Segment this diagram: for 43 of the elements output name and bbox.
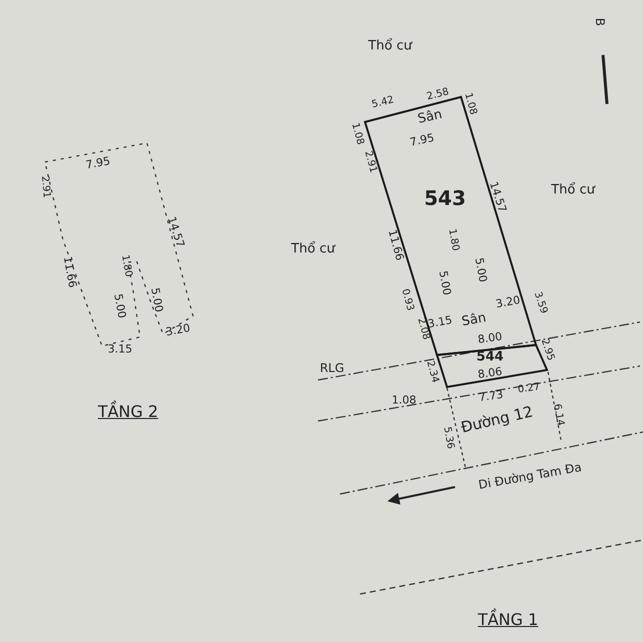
dimension-label: 1.08	[392, 394, 416, 406]
dimension-label: 3.20	[164, 322, 192, 338]
dimension-label: 6.14	[551, 403, 565, 427]
dimension-label: 14.57	[166, 215, 186, 249]
dimension-label: 3.20	[494, 294, 522, 310]
dimension-label: 2.91	[362, 150, 378, 174]
dimension-label: 5.42	[371, 95, 395, 111]
dimension-label: 7.73	[478, 388, 504, 404]
dimension-label: 14.57	[488, 180, 508, 214]
dimension-label: 7.95	[408, 132, 436, 148]
dimension-label: 8.00	[477, 330, 503, 346]
dimension-label: 2.58	[426, 87, 450, 103]
dimension-label: 2.34	[424, 360, 440, 384]
plot-number: 544	[476, 350, 504, 364]
dimension-label: 1.08	[462, 92, 478, 116]
street-label: Đường 12	[460, 404, 534, 436]
dimension-label: 11.66	[62, 256, 78, 288]
direction-label: B	[594, 18, 606, 26]
dimension-label: 1.80	[446, 228, 460, 252]
dimension-label: 0.27	[517, 382, 541, 396]
dimension-label: 8.06	[477, 366, 503, 380]
dimension-label: 2.91	[39, 175, 51, 199]
dimension-label: 5.00	[112, 292, 128, 320]
dimension-label: 5.00	[437, 270, 453, 296]
dimension-label: 0.93	[399, 288, 415, 312]
street-label: Di Đường Tam Đa	[477, 461, 583, 491]
dimension-label: 3.15	[108, 344, 132, 354]
dimension-label: 5.36	[441, 426, 455, 450]
dimension-label: 5.00	[473, 256, 489, 284]
dimension-label: 1.08	[349, 122, 365, 146]
land-use-label: Thổ cư	[551, 184, 595, 196]
plot-number: 543	[424, 186, 466, 210]
dimension-label: 7.95	[84, 155, 112, 171]
land-use-label: Thổ cư	[368, 40, 412, 52]
dimension-label: 1.80	[119, 254, 133, 278]
dimension-label: 3.59	[532, 290, 548, 316]
dimension-label: 11.66	[386, 228, 406, 262]
boundary-label: RLG	[320, 362, 344, 374]
dimension-label: 2.95	[538, 338, 556, 362]
land-use-label: Thổ cư	[291, 242, 335, 256]
area-label: Sân	[416, 108, 444, 126]
dimension-label: 5.00	[149, 286, 165, 314]
area-label: Sân	[460, 311, 488, 329]
